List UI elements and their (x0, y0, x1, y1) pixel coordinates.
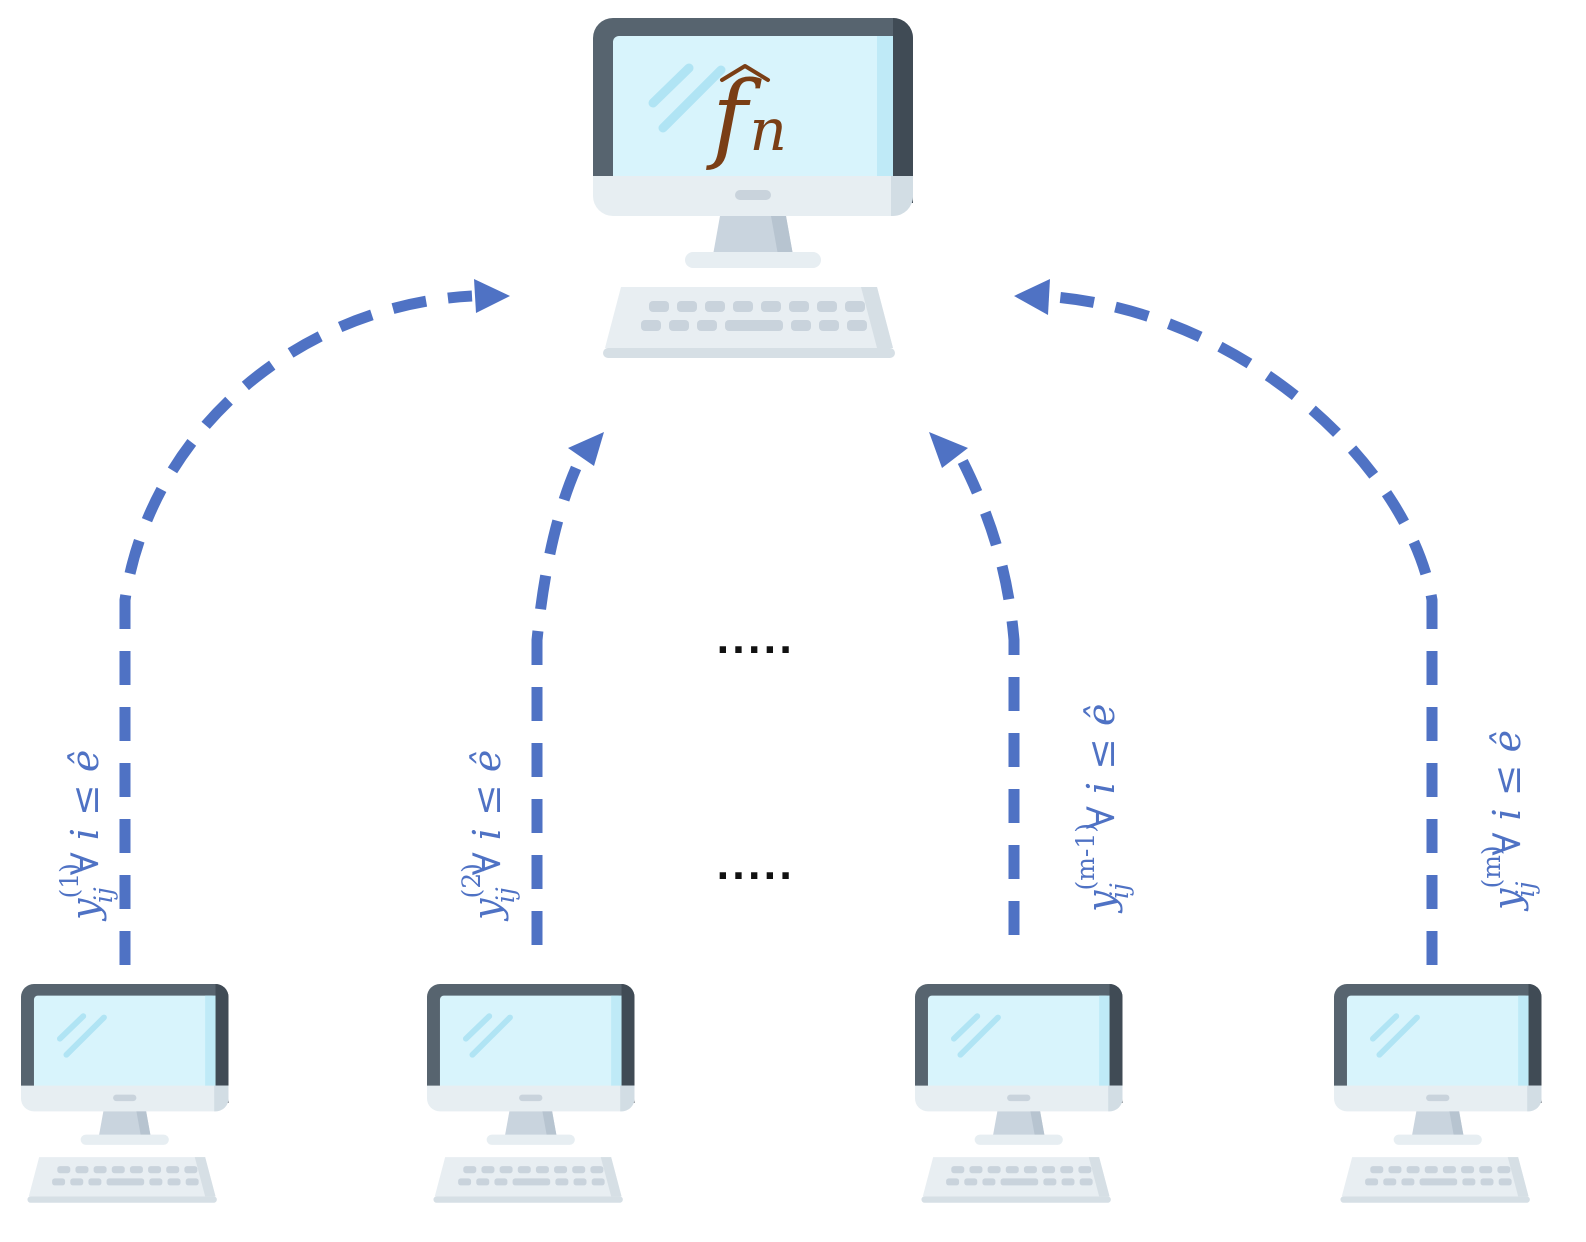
arrowhead-2 (568, 432, 604, 466)
arrow-client1-to-server (119, 290, 473, 965)
client-label-4: y(m)ij ∀ i ≤ ê (1477, 730, 1540, 912)
arrow-client3-to-server (955, 453, 1020, 935)
client-computer-1 (21, 984, 228, 1203)
client-computer-3 (915, 984, 1122, 1203)
svg-text:y(2)ij ∀ i ≤ ê: y(2)ij ∀ i ≤ ê (457, 750, 520, 922)
client-label-1: y(1)ij ∀ i ≤ ê (55, 750, 118, 922)
arrowhead-3 (929, 432, 968, 468)
svg-text:y(m)ij ∀ i ≤ ê: y(m)ij ∀ i ≤ ê (1477, 730, 1540, 912)
server-computer: fn (593, 18, 913, 358)
svg-text:y(1)ij ∀ i ≤ ê: y(1)ij ∀ i ≤ ê (55, 750, 118, 922)
client-label-2: y(2)ij ∀ i ≤ ê (457, 750, 520, 922)
ellipsis-upper: ····· (716, 630, 794, 671)
client-computer-2 (427, 984, 634, 1203)
hat-accent (720, 64, 770, 82)
arrowhead-1 (474, 279, 510, 313)
formula-sub: n (750, 96, 787, 164)
arrow-client4-to-server (1054, 291, 1438, 965)
svg-text:y(m-1)ij ∀ i ≤ ê: y(m-1)ij ∀ i ≤ ê (1071, 703, 1134, 914)
client-computer-4 (1334, 984, 1541, 1203)
arrow-client2-to-server (531, 452, 587, 945)
client-label-3: y(m-1)ij ∀ i ≤ ê (1071, 703, 1134, 914)
arrowhead-4 (1014, 279, 1050, 315)
ellipsis-lower: ····· (716, 856, 794, 897)
